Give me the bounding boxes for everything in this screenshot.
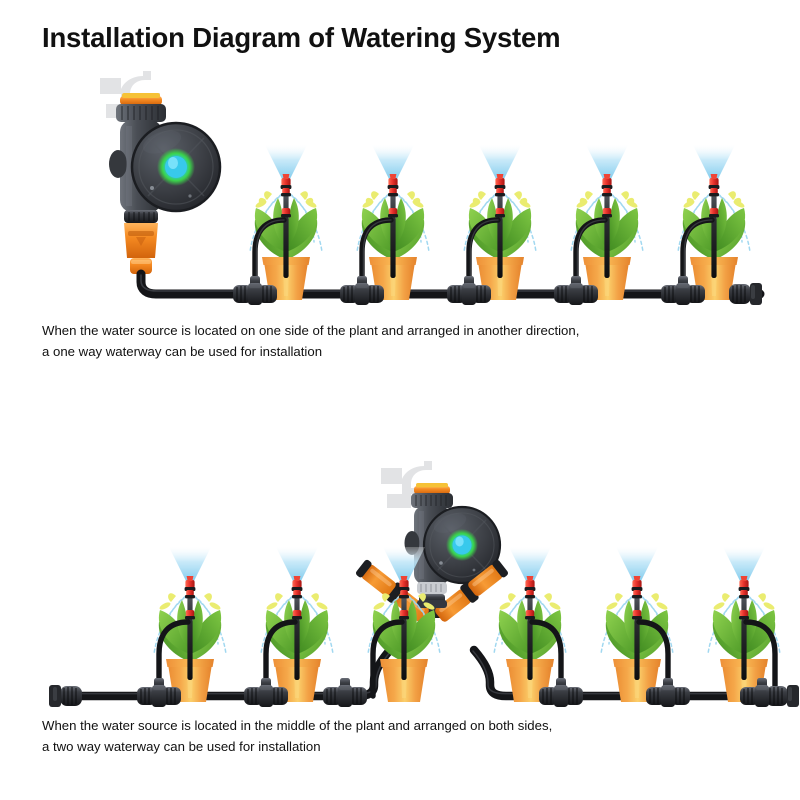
- potted-plant: [154, 547, 226, 702]
- potted-plant: [678, 145, 750, 300]
- page-title: Installation Diagram of Watering System: [42, 22, 561, 53]
- caption-two-way-line-2: a two way waterway can be used for insta…: [42, 739, 321, 754]
- dial-indicator-dot: [439, 561, 443, 565]
- caption-two-way-line-1: When the water source is located in the …: [42, 718, 553, 733]
- diagram-one-way: [0, 60, 800, 310]
- dial-indicator-dot: [150, 186, 154, 190]
- potted-plant: [708, 547, 780, 702]
- caption-one-way-line-1: When the water source is located on one …: [42, 323, 580, 338]
- diagram-two-way: [0, 450, 800, 708]
- potted-plant: [464, 145, 536, 300]
- potted-plant: [261, 547, 333, 702]
- dial-spokes: [437, 519, 487, 571]
- right-branch-pipe: [469, 645, 763, 701]
- timer-side-port: [109, 150, 127, 178]
- water-timer-valve[interactable]: [404, 483, 502, 605]
- timer-inlet-cap: [414, 486, 450, 494]
- potted-plant: [571, 145, 643, 300]
- pipe-end-cap: [765, 684, 800, 708]
- caption-one-way: When the water source is located on one …: [42, 320, 782, 362]
- diagram-one-way-canvas: [100, 71, 765, 306]
- caption-two-way: When the water source is located in the …: [42, 715, 782, 757]
- tee-fitting: [322, 677, 368, 708]
- timer-inlet-cap: [120, 96, 162, 105]
- potted-plant: [250, 145, 322, 300]
- dial-spokes: [147, 137, 205, 197]
- potted-plant: [357, 145, 429, 300]
- water-timer-valve[interactable]: [109, 93, 222, 274]
- caption-one-way-line-2: a one way waterway can be used for insta…: [42, 344, 323, 359]
- pipe-end-cap: [728, 282, 763, 306]
- diagram-two-way-canvas: [48, 461, 800, 708]
- potted-plant: [601, 547, 673, 702]
- pipe-end-cap: [48, 684, 83, 708]
